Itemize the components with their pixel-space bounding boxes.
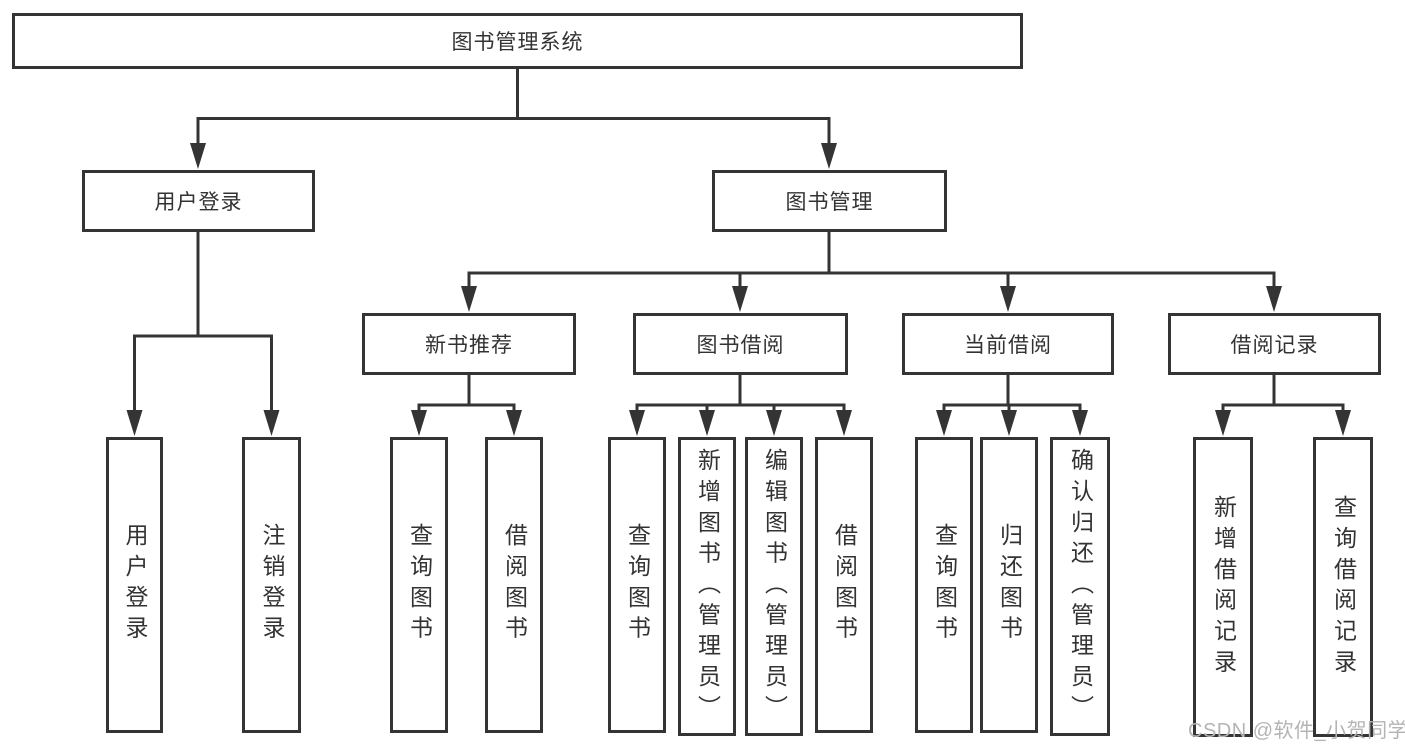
leaf-bb-borrow-books: 借阅图书 <box>815 437 873 733</box>
leaf-label: 查询借阅记录 <box>1330 494 1357 680</box>
leaf-label: 确认归还（管理员） <box>1067 447 1094 726</box>
leaf-user-login: 用户登录 <box>106 437 163 733</box>
leaf-label: 新增借阅记录 <box>1210 494 1237 680</box>
leaf-logout: 注销登录 <box>242 437 301 733</box>
leaf-cb-return-books: 归还图书 <box>980 437 1038 733</box>
leaf-bb-add-books-admin: 新增图书（管理员） <box>678 437 736 736</box>
node-label: 图书借阅 <box>696 334 785 357</box>
leaf-label: 查询图书 <box>624 523 651 647</box>
leaf-label: 归还图书 <box>996 523 1023 647</box>
leaf-bb-query-books: 查询图书 <box>608 437 666 733</box>
leaf-label: 注销登录 <box>259 523 285 647</box>
node-new-book-recommend: 新书推荐 <box>362 313 576 375</box>
leaf-bb-edit-books-admin: 编辑图书（管理员） <box>745 437 803 736</box>
csdn-watermark: CSDN @软件_小贺同学 <box>1188 720 1405 742</box>
node-label: 用户登录 <box>154 191 243 214</box>
connector-nbr-to-leaves <box>417 375 516 412</box>
connector-bb-to-leaves <box>635 375 846 412</box>
leaf-cb-query-books: 查询图书 <box>915 437 973 733</box>
node-borrowing-records: 借阅记录 <box>1168 313 1381 375</box>
node-library-management-system: 图书管理系统 <box>12 13 1023 69</box>
leaf-nbr-query-books: 查询图书 <box>390 437 448 733</box>
leaf-label: 新增图书（管理员） <box>694 447 721 726</box>
node-label: 图书管理 <box>785 191 874 214</box>
node-label: 借阅记录 <box>1230 334 1319 357</box>
leaf-br-query-record: 查询借阅记录 <box>1313 437 1373 737</box>
node-book-borrowing: 图书借阅 <box>633 313 848 375</box>
connector-cb-to-leaves <box>942 375 1082 412</box>
leaf-label: 查询图书 <box>931 523 958 647</box>
arrowheads <box>126 143 1351 436</box>
node-label: 当前借阅 <box>964 334 1052 357</box>
leaf-nbr-borrow-books: 借阅图书 <box>485 437 543 733</box>
connector-userlogin-to-leaves <box>133 232 273 412</box>
node-label: 新书推荐 <box>425 334 513 357</box>
leaf-label: 借阅图书 <box>501 523 528 647</box>
leaf-label: 编辑图书（管理员） <box>761 447 788 726</box>
node-book-management: 图书管理 <box>712 170 947 232</box>
leaf-label: 借阅图书 <box>831 523 858 647</box>
leaf-cb-confirm-return-admin: 确认归还（管理员） <box>1050 437 1110 736</box>
node-user-login: 用户登录 <box>82 170 315 232</box>
leaf-br-add-record: 新增借阅记录 <box>1193 437 1253 737</box>
leaf-label: 查询图书 <box>406 523 433 647</box>
connector-br-to-leaves <box>1221 375 1345 412</box>
connector-root-to-level2 <box>196 68 831 146</box>
leaf-label: 用户登录 <box>122 523 148 647</box>
connector-bookmgmt-to-level3 <box>467 232 1276 289</box>
node-label: 图书管理系统 <box>451 31 584 54</box>
node-current-borrowing: 当前借阅 <box>902 313 1114 375</box>
